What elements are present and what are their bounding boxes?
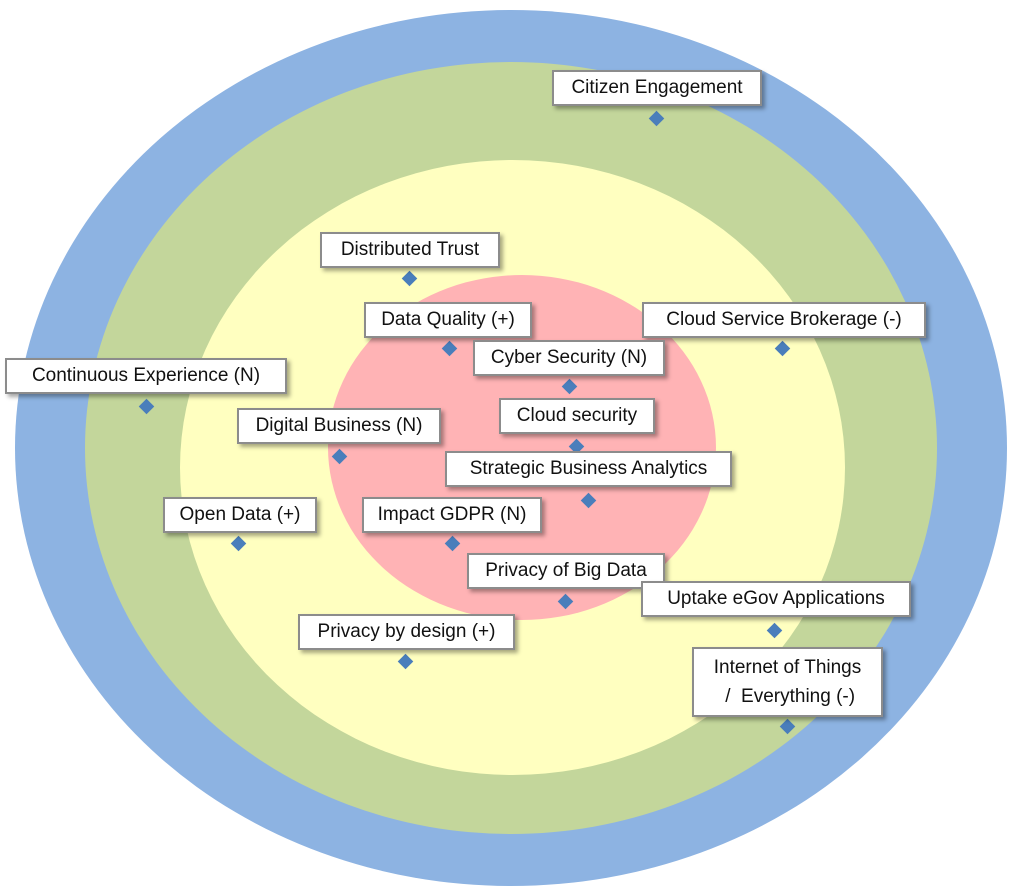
label-privacy-by-design: Privacy by design (+) [298,614,515,650]
label-data-quality: Data Quality (+) [364,302,532,338]
label-digital-business: Digital Business (N) [237,408,441,444]
label-privacy-of-big-data: Privacy of Big Data [467,553,665,589]
label-strategic-business-analytics: Strategic Business Analytics [445,451,732,487]
label-distributed-trust: Distributed Trust [320,232,500,268]
label-citizen-engagement: Citizen Engagement [552,70,762,106]
label-cloud-service-brokerage: Cloud Service Brokerage (-) [642,302,926,338]
label-continuous-experience: Continuous Experience (N) [5,358,287,394]
label-uptake-egov-applications: Uptake eGov Applications [641,581,911,617]
label-open-data: Open Data (+) [163,497,317,533]
label-internet-of-things: Internet of Things / Everything (-) [692,647,883,717]
label-cyber-security: Cyber Security (N) [473,340,665,376]
label-cloud-security: Cloud security [499,398,655,434]
label-impact-gdpr: Impact GDPR (N) [362,497,542,533]
